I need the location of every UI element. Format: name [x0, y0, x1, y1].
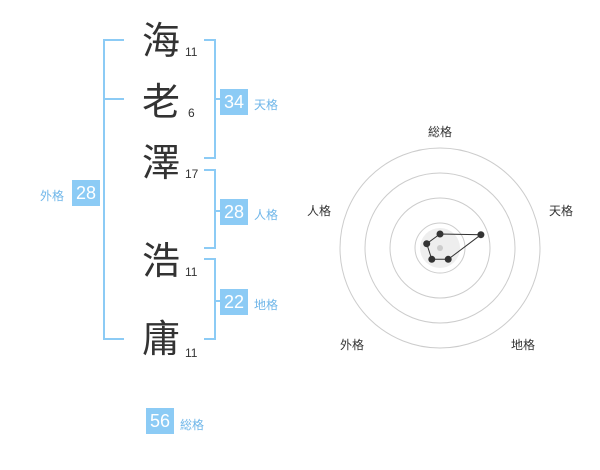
radar-point-2 — [477, 231, 485, 239]
radar-ring-4 — [339, 147, 541, 349]
radar-ring-2 — [389, 197, 491, 299]
name-char-3: 澤 — [142, 141, 181, 185]
radar-axis-label-gaikaku: 外格 — [340, 338, 365, 352]
gaikaku-label: 外格 — [40, 189, 65, 203]
radar-point-5 — [423, 240, 431, 248]
radar-point-4 — [428, 255, 436, 263]
name-char-2: 老 — [142, 80, 181, 124]
gaikaku-value: 28 — [72, 180, 100, 206]
stroke-count-1: 11 — [185, 45, 198, 59]
stroke-count-3: 17 — [185, 167, 199, 181]
tenkaku-value: 34 — [220, 89, 248, 115]
name-char-5: 庸 — [142, 317, 181, 361]
name-char-4: 浩 — [142, 239, 181, 283]
tenkaku-bracket — [204, 39, 220, 159]
radar-axis-label-tenkaku: 天格 — [549, 204, 574, 218]
gaikaku-bracket — [103, 39, 124, 340]
radar-point-3 — [444, 255, 452, 263]
radar-point-1 — [436, 230, 444, 238]
jinkaku-bracket — [204, 169, 220, 249]
stroke-count-4: 11 — [185, 265, 198, 279]
chikaku-bracket — [204, 258, 220, 340]
soukaku-label: 総格 — [180, 418, 205, 432]
radar-axis-label-soukaku: 総格 — [428, 125, 453, 139]
stroke-count-2: 6 — [188, 106, 195, 120]
radar-axis-label-chikaku: 地格 — [511, 338, 536, 352]
jinkaku-label: 人格 — [254, 208, 279, 222]
name-char-1: 海 — [142, 19, 181, 63]
radar-ring-3 — [364, 172, 516, 324]
tenkaku-label: 天格 — [254, 98, 279, 112]
chikaku-value: 22 — [220, 289, 248, 315]
chikaku-label: 地格 — [254, 298, 279, 312]
soukaku-value: 56 — [146, 408, 174, 434]
jinkaku-value: 28 — [220, 199, 248, 225]
radar-axis-label-jinkaku: 人格 — [307, 204, 332, 218]
radar-ring-1 — [414, 222, 466, 274]
radar-center-dot — [437, 245, 443, 251]
stroke-count-5: 11 — [185, 346, 198, 360]
